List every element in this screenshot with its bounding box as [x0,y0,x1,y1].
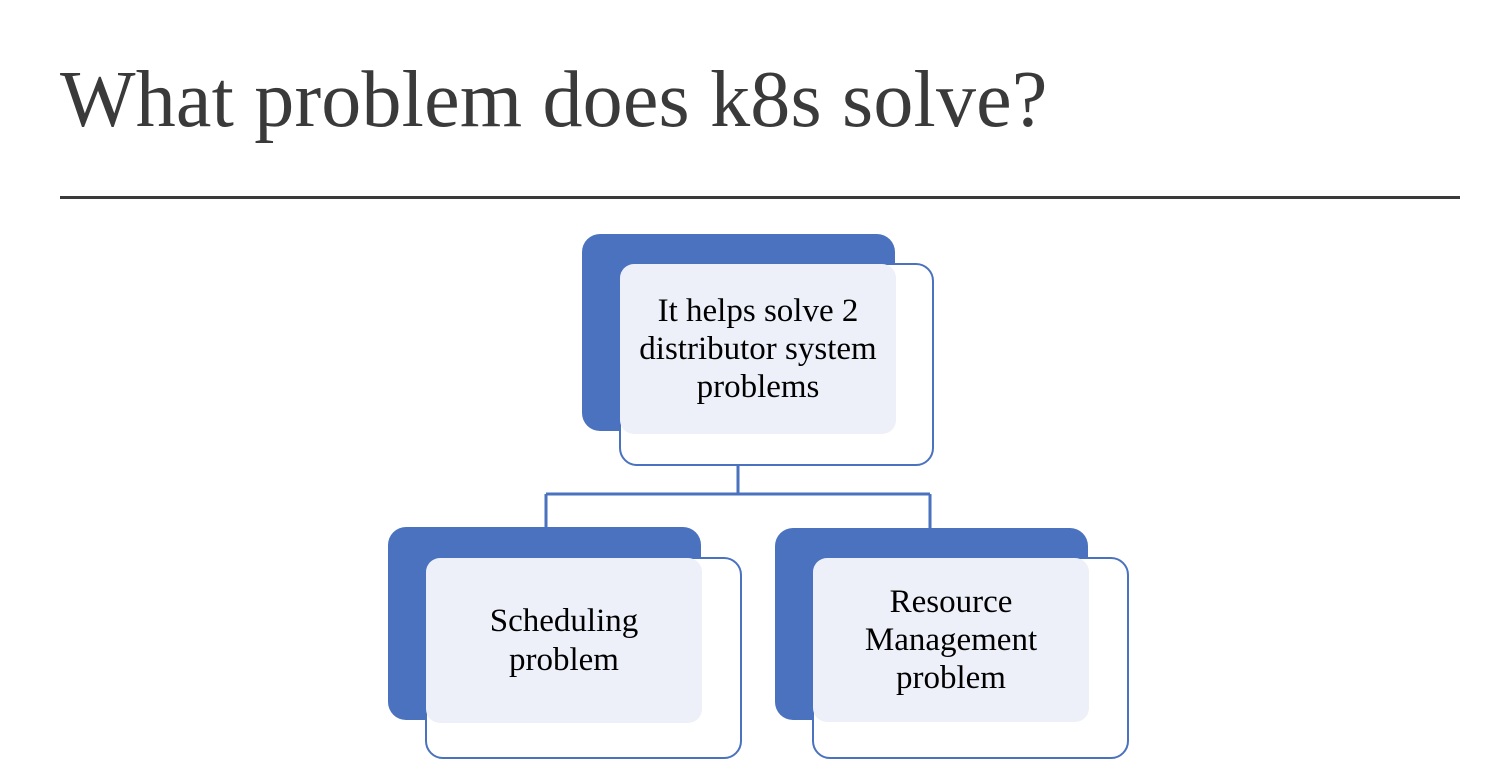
node-scheduling[interactable]: Scheduling problem [388,527,742,759]
node-root-label: It helps solve 2 distributor system prob… [639,292,877,406]
node-resource-panel: Resource Management problem [813,558,1089,722]
node-root[interactable]: It helps solve 2 distributor system prob… [582,234,934,466]
node-scheduling-panel: Scheduling problem [426,558,702,723]
node-resource[interactable]: Resource Management problem [775,528,1129,759]
node-resource-label: Resource Management problem [864,583,1038,697]
node-scheduling-label: Scheduling problem [489,603,639,678]
node-root-panel: It helps solve 2 distributor system prob… [620,264,896,434]
page-title: What problem does k8s solve? [60,56,1048,144]
title-divider [60,196,1460,199]
